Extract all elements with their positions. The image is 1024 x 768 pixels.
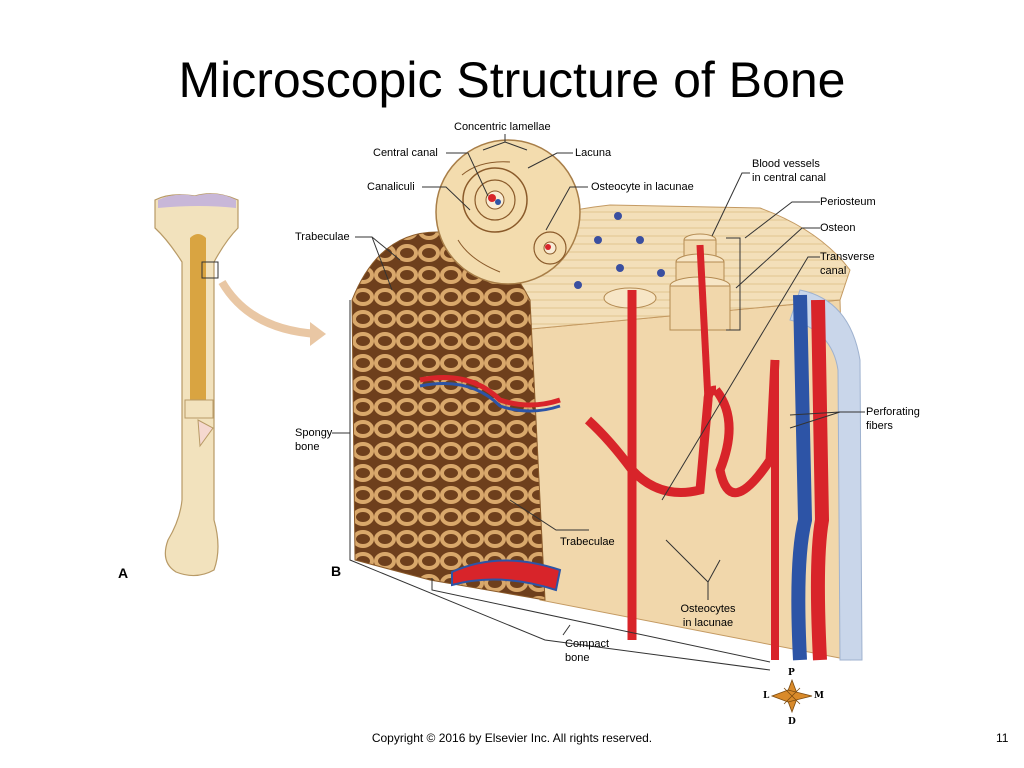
label-concentric-lamellae: Concentric lamellae <box>454 121 551 133</box>
compass-rose <box>770 678 813 714</box>
long-bone-figure <box>154 193 326 577</box>
compass-label-d: D <box>788 717 796 727</box>
label-canaliculi: Canaliculi <box>367 181 415 193</box>
label-lacuna: Lacuna <box>575 147 612 159</box>
label-osteocytes-line1: Osteocytes <box>680 603 736 615</box>
compass-label-p: P <box>788 668 795 678</box>
panel-label-b: B <box>331 563 342 579</box>
label-blood-vessels-line1: Blood vessels <box>752 158 820 170</box>
label-transverse-canal-line2: canal <box>820 265 847 277</box>
magnified-osteon <box>435 139 581 285</box>
panel-label-a: A <box>118 565 129 581</box>
label-compact-bone-line2: bone <box>565 652 590 664</box>
label-compact-bone-line1: Compact <box>565 638 610 650</box>
bone-block <box>349 204 863 671</box>
label-central-canal: Central canal <box>373 147 438 159</box>
label-osteon: Osteon <box>820 222 856 234</box>
compass-label-m: M <box>814 691 824 701</box>
label-transverse-canal-line1: Transverse <box>820 251 875 263</box>
label-periosteum: Periosteum <box>820 196 876 208</box>
compass-label-l: L <box>763 691 770 701</box>
label-spongy-bone-line2: bone <box>295 441 320 453</box>
slide-title: Microscopic Structure of Bone <box>178 52 846 108</box>
label-osteocytes-line2: in lacunae <box>682 617 734 629</box>
label-perforating-fibers-line1: Perforating <box>866 406 920 418</box>
label-osteocyte-in-lacunae: Osteocyte in lacunae <box>591 181 694 193</box>
leader-lines <box>332 134 865 636</box>
label-trabeculae-bottom: Trabeculae <box>560 536 615 548</box>
label-trabeculae-top: Trabeculae <box>295 231 350 243</box>
page-number: 11 <box>996 731 1009 745</box>
label-blood-vessels-line2: in central canal <box>752 172 826 184</box>
label-perforating-fibers-line2: fibers <box>866 420 893 432</box>
copyright-footer: Copyright © 2016 by Elsevier Inc. All ri… <box>371 731 653 745</box>
label-spongy-bone-line1: Spongy <box>295 427 333 439</box>
